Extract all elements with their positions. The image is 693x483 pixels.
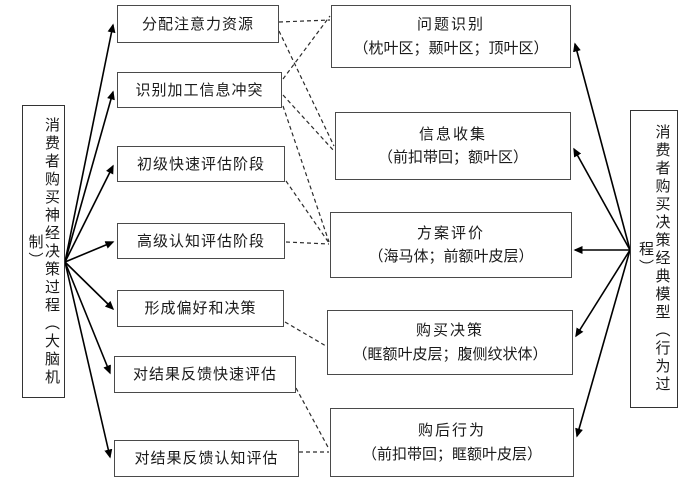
classic-stage-regions: （前扣带回；眶额叶皮层） <box>361 444 542 463</box>
link-conflict-to-infosearch <box>282 94 335 152</box>
neural-stage-conflict: 识别加工信息冲突 <box>117 72 282 108</box>
neural-stage-attention: 分配注意力资源 <box>117 5 279 43</box>
neural-stage-feedback-rapid: 对结果反馈快速评估 <box>114 356 296 393</box>
classic-stage-problem-recognition: 问题识别 （枕叶区；颞叶区；顶叶区） <box>331 5 571 68</box>
classic-stage-title: 问题识别 <box>416 15 485 34</box>
arrow-right-to-classic-4 <box>575 249 631 338</box>
classic-stage-regions: （前扣带回；额叶区） <box>377 148 528 166</box>
arrow-right-to-classic-5 <box>575 249 631 438</box>
link-cognitive-eval-to-evaluation <box>285 241 330 245</box>
link-conflict-to-evaluation <box>282 105 330 243</box>
classic-stage-title: 购后行为 <box>417 421 486 440</box>
link-attention-to-problem <box>278 19 331 23</box>
classic-stage-information-search: 信息收集 （前扣带回；额叶区） <box>335 112 571 180</box>
classic-stage-regions: （眶额叶皮层；腹侧纹状体） <box>352 344 548 363</box>
classic-stage-regions: （枕叶区；颞叶区；顶叶区） <box>353 38 549 57</box>
neural-stage-feedback-cognitive: 对结果反馈认知评估 <box>114 440 299 477</box>
left-arrow-fan <box>64 23 116 459</box>
right-panel-classic-model: 消费者购买决策经典模型（行为过程） <box>630 110 678 408</box>
classic-stage-title: 方案评价 <box>416 223 485 242</box>
neural-stage-preference-decision: 形成偏好和决策 <box>117 290 284 327</box>
classic-stage-title: 信息收集 <box>418 124 487 143</box>
right-arrow-fan <box>573 42 631 438</box>
arrow-left-to-stage-5 <box>64 261 115 311</box>
arrow-left-to-stage-3 <box>64 164 114 263</box>
arrow-right-to-classic-1 <box>573 42 631 251</box>
classic-stage-post-purchase: 购后行为 （前扣带回；眶额叶皮层） <box>330 408 574 477</box>
classic-stage-purchase-decision: 购买决策 （眶额叶皮层；腹侧纹状体） <box>327 310 573 375</box>
arrow-left-to-stage-6 <box>64 261 111 375</box>
left-panel-neural-process: 消费者购买神经决策过程（大脑机制） <box>22 105 65 398</box>
link-attention-to-infosearch <box>278 30 335 147</box>
link-rapid-eval-to-evaluation <box>285 180 330 244</box>
link-preference-to-purchase <box>284 321 327 347</box>
classic-stage-alternative-evaluation: 方案评价 （海马体；前额叶皮层） <box>330 212 572 278</box>
classic-stage-regions: （海马体；前额叶皮层） <box>368 247 534 265</box>
neural-stage-rapid-evaluation: 初级快速评估阶段 <box>117 146 285 182</box>
arrow-left-to-stage-4 <box>64 241 115 263</box>
arrow-left-to-stage-7 <box>64 261 113 459</box>
link-conflict-to-problem <box>282 15 331 80</box>
arrow-right-to-classic-2 <box>573 147 631 251</box>
link-feedback-rapid-to-postpurchase <box>295 387 330 450</box>
arrow-left-to-stage-1 <box>64 23 116 263</box>
dashed-link-group <box>278 15 335 453</box>
arrow-left-to-stage-2 <box>64 90 115 263</box>
classic-stage-title: 购买决策 <box>415 321 484 340</box>
neural-stage-cognitive-evaluation: 高级认知评估阶段 <box>117 223 285 259</box>
